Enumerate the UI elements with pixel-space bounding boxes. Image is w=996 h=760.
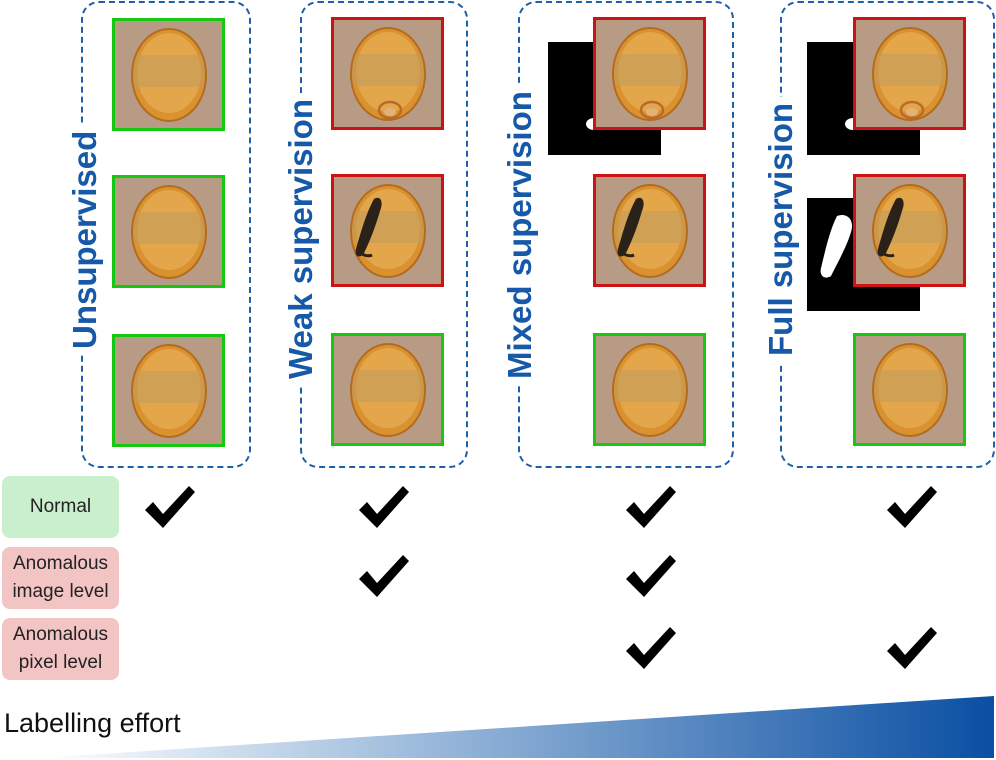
row-label-line: pixel level: [18, 652, 103, 673]
checkmark-icon: [624, 484, 678, 532]
capsule-image: [593, 333, 706, 446]
labelling-effort-label: Labelling effort: [4, 708, 181, 738]
capsule-image-anomalous: [593, 174, 706, 287]
checkmark-icon: [357, 553, 411, 601]
row-label-line: image level: [12, 581, 109, 602]
column-label-full: Full supervision: [762, 96, 800, 362]
row-label-anomalous-pixel: Anomalous pixel level: [2, 618, 119, 680]
row-label-line: Anomalous: [12, 624, 109, 645]
capsule-image-anomalous: [853, 174, 966, 287]
capsule-image: [331, 333, 444, 446]
checkmark-icon: [143, 484, 197, 532]
column-label-weak: Weak supervision: [282, 92, 320, 385]
capsule-image: [853, 333, 966, 446]
capsule-image-anomalous: [331, 17, 444, 130]
capsule-image-anomalous: [593, 17, 706, 130]
checkmark-icon: [624, 625, 678, 673]
capsule-image: [112, 334, 225, 447]
capsule-image: [112, 175, 225, 288]
capsule-image-anomalous: [853, 17, 966, 130]
checkmark-icon: [885, 484, 939, 532]
column-label-mixed: Mixed supervision: [501, 85, 539, 385]
row-label-line: Normal: [29, 496, 92, 517]
checkmark-icon: [624, 553, 678, 601]
checkmark-icon: [885, 625, 939, 673]
column-label-unsupervised: Unsupervised: [66, 124, 104, 355]
row-label-normal: Normal: [2, 476, 119, 538]
capsule-image-anomalous: [331, 174, 444, 287]
checkmark-icon: [357, 484, 411, 532]
row-label-anomalous-image: Anomalous image level: [2, 547, 119, 609]
row-label-line: Anomalous: [12, 553, 109, 574]
capsule-image: [112, 18, 225, 131]
